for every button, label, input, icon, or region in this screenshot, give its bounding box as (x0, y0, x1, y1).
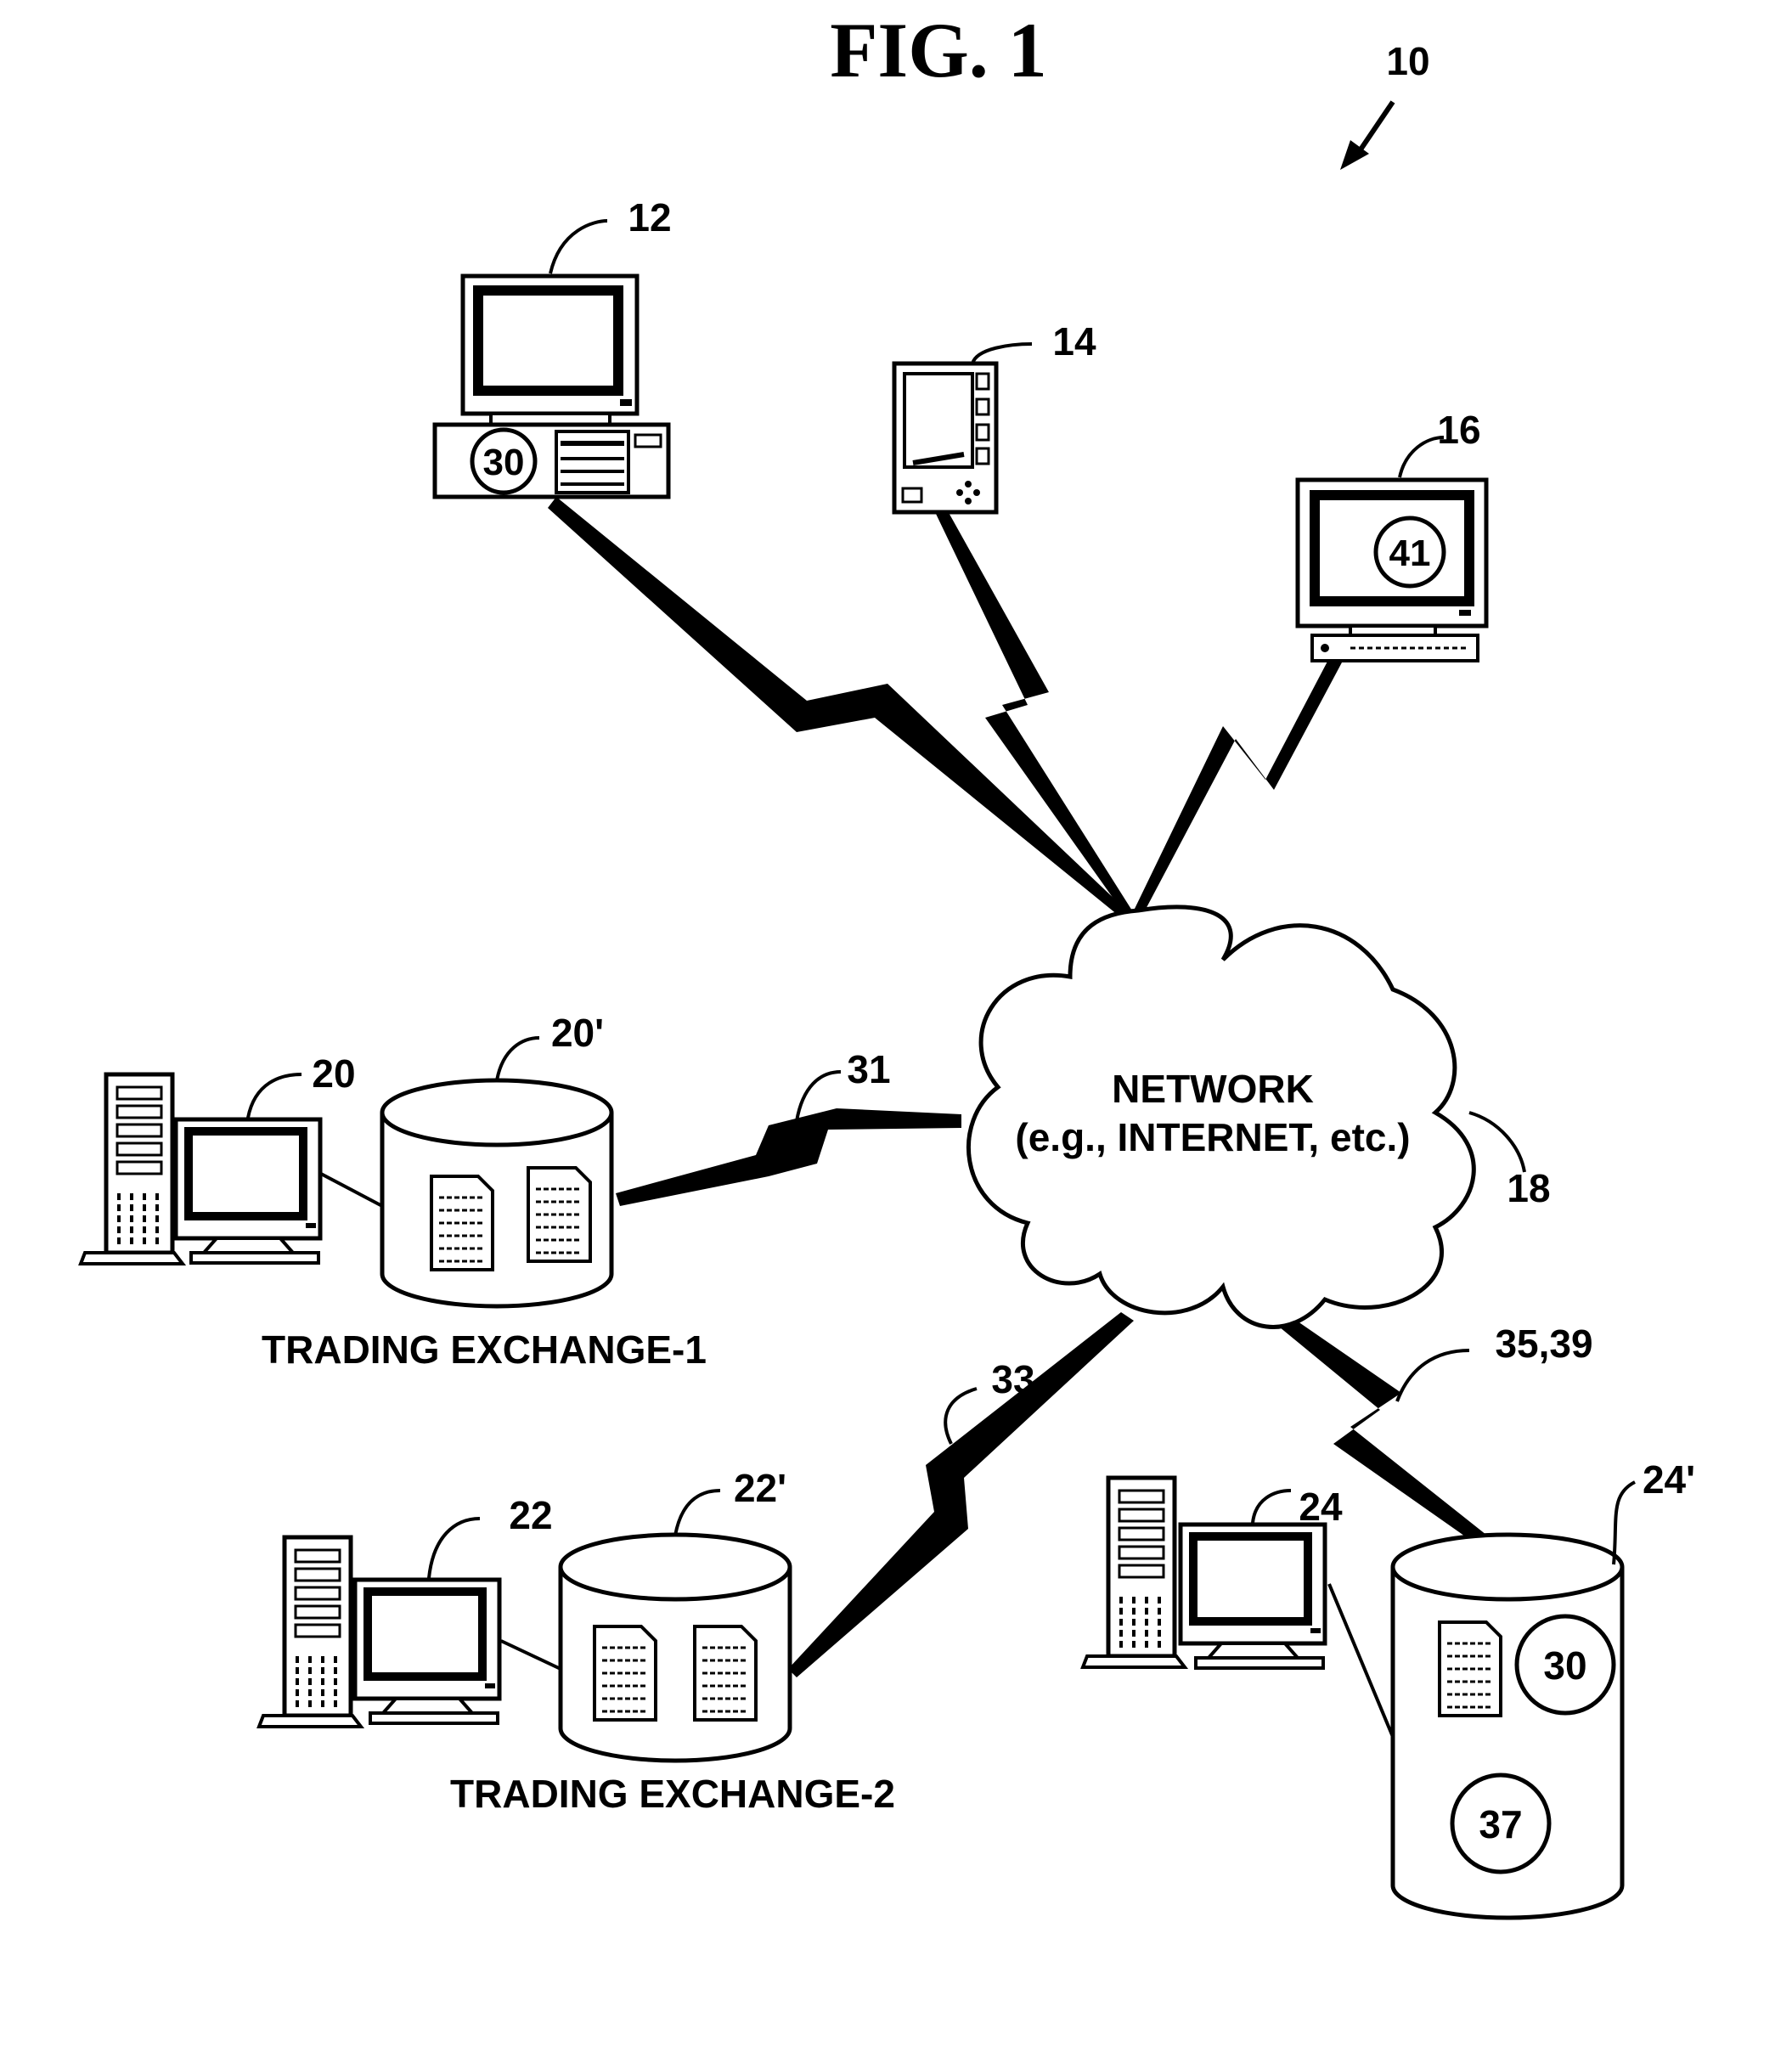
wire-server (1329, 1584, 1393, 1737)
exchange2-label: TRADING EXCHANGE-2 (450, 1772, 895, 1816)
system-arrow (1340, 102, 1393, 170)
ref-35-39: 35,39 (1495, 1322, 1592, 1366)
exchange1-computer (81, 1074, 320, 1264)
ref-22: 22 (509, 1493, 552, 1537)
ref-33: 33 (991, 1357, 1034, 1401)
leader-20prime (497, 1038, 539, 1080)
exchange2-document-icon (695, 1626, 756, 1720)
leader-20 (248, 1074, 301, 1118)
server-computer (1083, 1478, 1325, 1668)
server-badge-bottom-label: 37 (1479, 1802, 1522, 1846)
leader-14 (972, 344, 1032, 364)
figure-title: FIG. 1 (830, 7, 1047, 93)
desktop-computer: 30 (435, 276, 668, 497)
exchange2-document-icon (595, 1626, 656, 1720)
network-label: NETWORK (1112, 1067, 1314, 1111)
desktop-badge-label: 30 (483, 442, 525, 483)
leader-24prime (1614, 1482, 1635, 1564)
wire-exchange1 (321, 1174, 382, 1206)
monitor-device: 41 (1298, 480, 1486, 661)
link-desktop-network (548, 497, 1134, 919)
ref-16: 16 (1437, 408, 1480, 452)
server-document-icon (1440, 1622, 1501, 1716)
leader-22prime (675, 1491, 720, 1536)
ref-22prime: 22' (734, 1466, 786, 1510)
wire-exchange2 (501, 1641, 561, 1669)
server-database: 30 37 (1393, 1535, 1622, 1918)
link-31-exchange1 (616, 1108, 961, 1206)
exchange1-document-icon (431, 1176, 493, 1270)
leader-12 (550, 221, 607, 273)
ref-20: 20 (312, 1051, 355, 1096)
ref-20prime: 20' (551, 1011, 604, 1055)
ref-14: 14 (1052, 319, 1096, 364)
desktop-case-icon (435, 425, 668, 497)
leader-24 (1253, 1491, 1291, 1523)
exchange1-database (382, 1080, 611, 1306)
leader-18 (1469, 1113, 1524, 1172)
ref-24prime: 24' (1643, 1457, 1695, 1502)
network-sublabel: (e.g., INTERNET, etc.) (1015, 1115, 1410, 1159)
exchange1-document-icon (528, 1168, 590, 1261)
exchange2-database (561, 1535, 790, 1761)
pda-device (894, 364, 996, 512)
leader-22 (429, 1519, 480, 1578)
ref-system: 10 (1386, 39, 1429, 83)
ref-18: 18 (1507, 1166, 1550, 1210)
network-cloud: NETWORK (e.g., INTERNET, etc.) (968, 907, 1474, 1327)
server-badge-top-label: 30 (1543, 1643, 1586, 1688)
ref-24: 24 (1299, 1485, 1343, 1529)
ref-31: 31 (847, 1047, 890, 1091)
link-pda-network (936, 510, 1136, 919)
exchange1-label: TRADING EXCHANGE-1 (262, 1327, 707, 1372)
link-33-exchange2 (788, 1312, 1134, 1677)
exchange2-computer (259, 1537, 499, 1727)
ref-12: 12 (628, 195, 671, 240)
leader-35 (1397, 1350, 1469, 1401)
link-monitor-network (1134, 658, 1342, 916)
monitor-badge-label: 41 (1389, 533, 1431, 574)
